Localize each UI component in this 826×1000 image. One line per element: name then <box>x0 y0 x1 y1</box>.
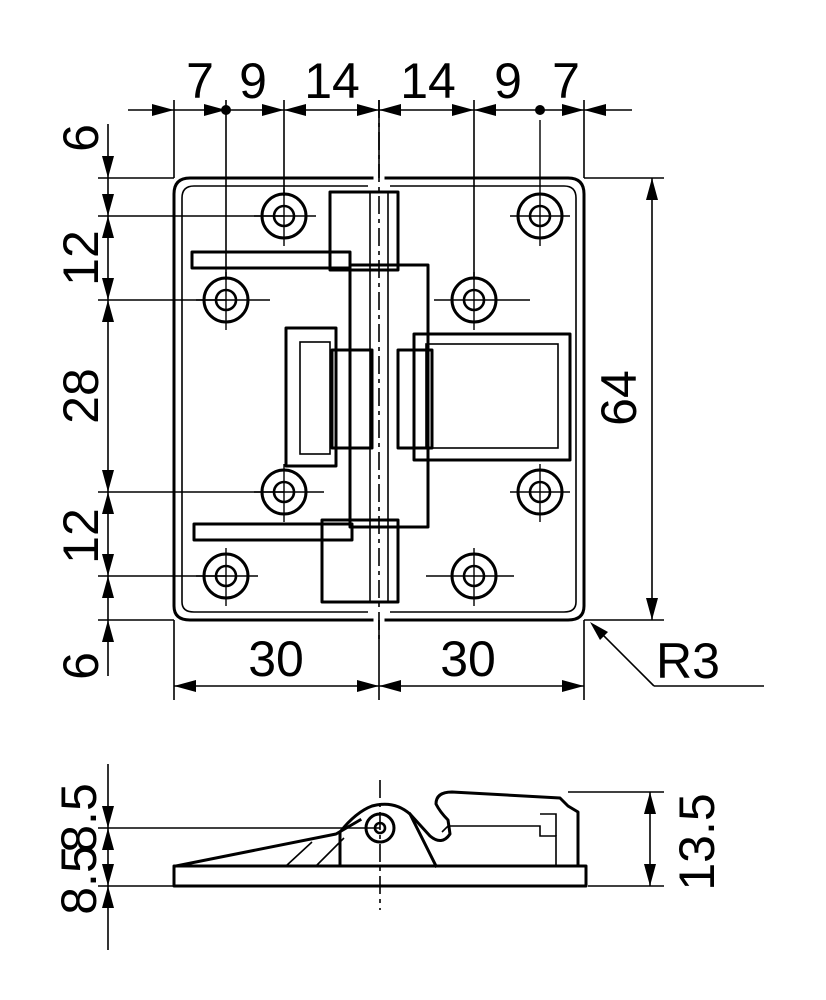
dim-left-12-top: 12 <box>53 230 109 286</box>
left-lower-flange <box>192 522 354 542</box>
side-right-leaf <box>407 790 580 868</box>
right-leaf-inner-outline <box>390 185 577 613</box>
dim-side-8-5-lower: 8.5 <box>51 845 107 915</box>
dim-left-28: 28 <box>53 368 109 424</box>
middle-knuckle <box>348 263 430 529</box>
left-dimensions: 6 12 28 12 6 <box>53 124 284 680</box>
right-dimension: 64 <box>584 177 664 621</box>
lower-knuckle <box>320 518 400 604</box>
left-leaf-outline <box>172 176 374 622</box>
right-latch-inner <box>425 343 559 449</box>
dim-left-6-bottom: 6 <box>53 652 109 680</box>
dim-top-14-left: 14 <box>304 53 360 109</box>
left-latch-outer <box>284 326 338 468</box>
side-dimensions: 8.5 8.5 13.5 <box>51 764 725 950</box>
radius-label: R3 <box>656 633 720 689</box>
left-upper-flange <box>190 250 352 270</box>
bottom-dimensions: 30 30 <box>173 620 585 700</box>
dim-bottom-30-right: 30 <box>440 631 496 687</box>
dim-top-14-right: 14 <box>400 53 456 109</box>
hole-left-lower <box>196 548 258 606</box>
center-cover-left <box>330 348 374 450</box>
side-left-wedge <box>174 817 363 868</box>
right-latch-outer <box>412 332 572 462</box>
hole-right-mid-lower <box>510 464 570 522</box>
hole-left-mid-upper <box>196 272 270 330</box>
hole-right-mid-upper <box>434 272 530 330</box>
left-latch-inner <box>299 341 331 455</box>
hinge-top-view <box>172 100 586 640</box>
left-leaf-inner-outline <box>181 185 368 613</box>
dim-left-6-top: 6 <box>53 124 109 152</box>
dim-left-12-bottom: 12 <box>53 508 109 564</box>
top-dimensions: 7 9 14 14 9 7 <box>128 53 632 280</box>
dim-bottom-30-left: 30 <box>248 631 304 687</box>
dim-side-8-5-upper: 8.5 <box>51 783 107 853</box>
dim-top-7-left: 7 <box>186 53 214 109</box>
radius-callout: R3 <box>590 622 764 689</box>
dim-top-7-right: 7 <box>552 53 580 109</box>
dim-top-9-left: 9 <box>239 53 267 109</box>
dim-right-64: 64 <box>591 370 647 426</box>
side-knuckle <box>338 802 439 869</box>
upper-knuckle <box>328 190 400 272</box>
hole-left-mid-lower <box>254 464 324 522</box>
hole-left-upper <box>254 188 316 246</box>
hole-right-lower <box>426 548 514 606</box>
right-leaf-outline <box>384 176 586 622</box>
dim-side-13-5: 13.5 <box>669 793 725 890</box>
dim-top-9-right: 9 <box>494 53 522 109</box>
hinge-side-view <box>172 780 588 910</box>
hole-right-upper <box>510 120 570 246</box>
